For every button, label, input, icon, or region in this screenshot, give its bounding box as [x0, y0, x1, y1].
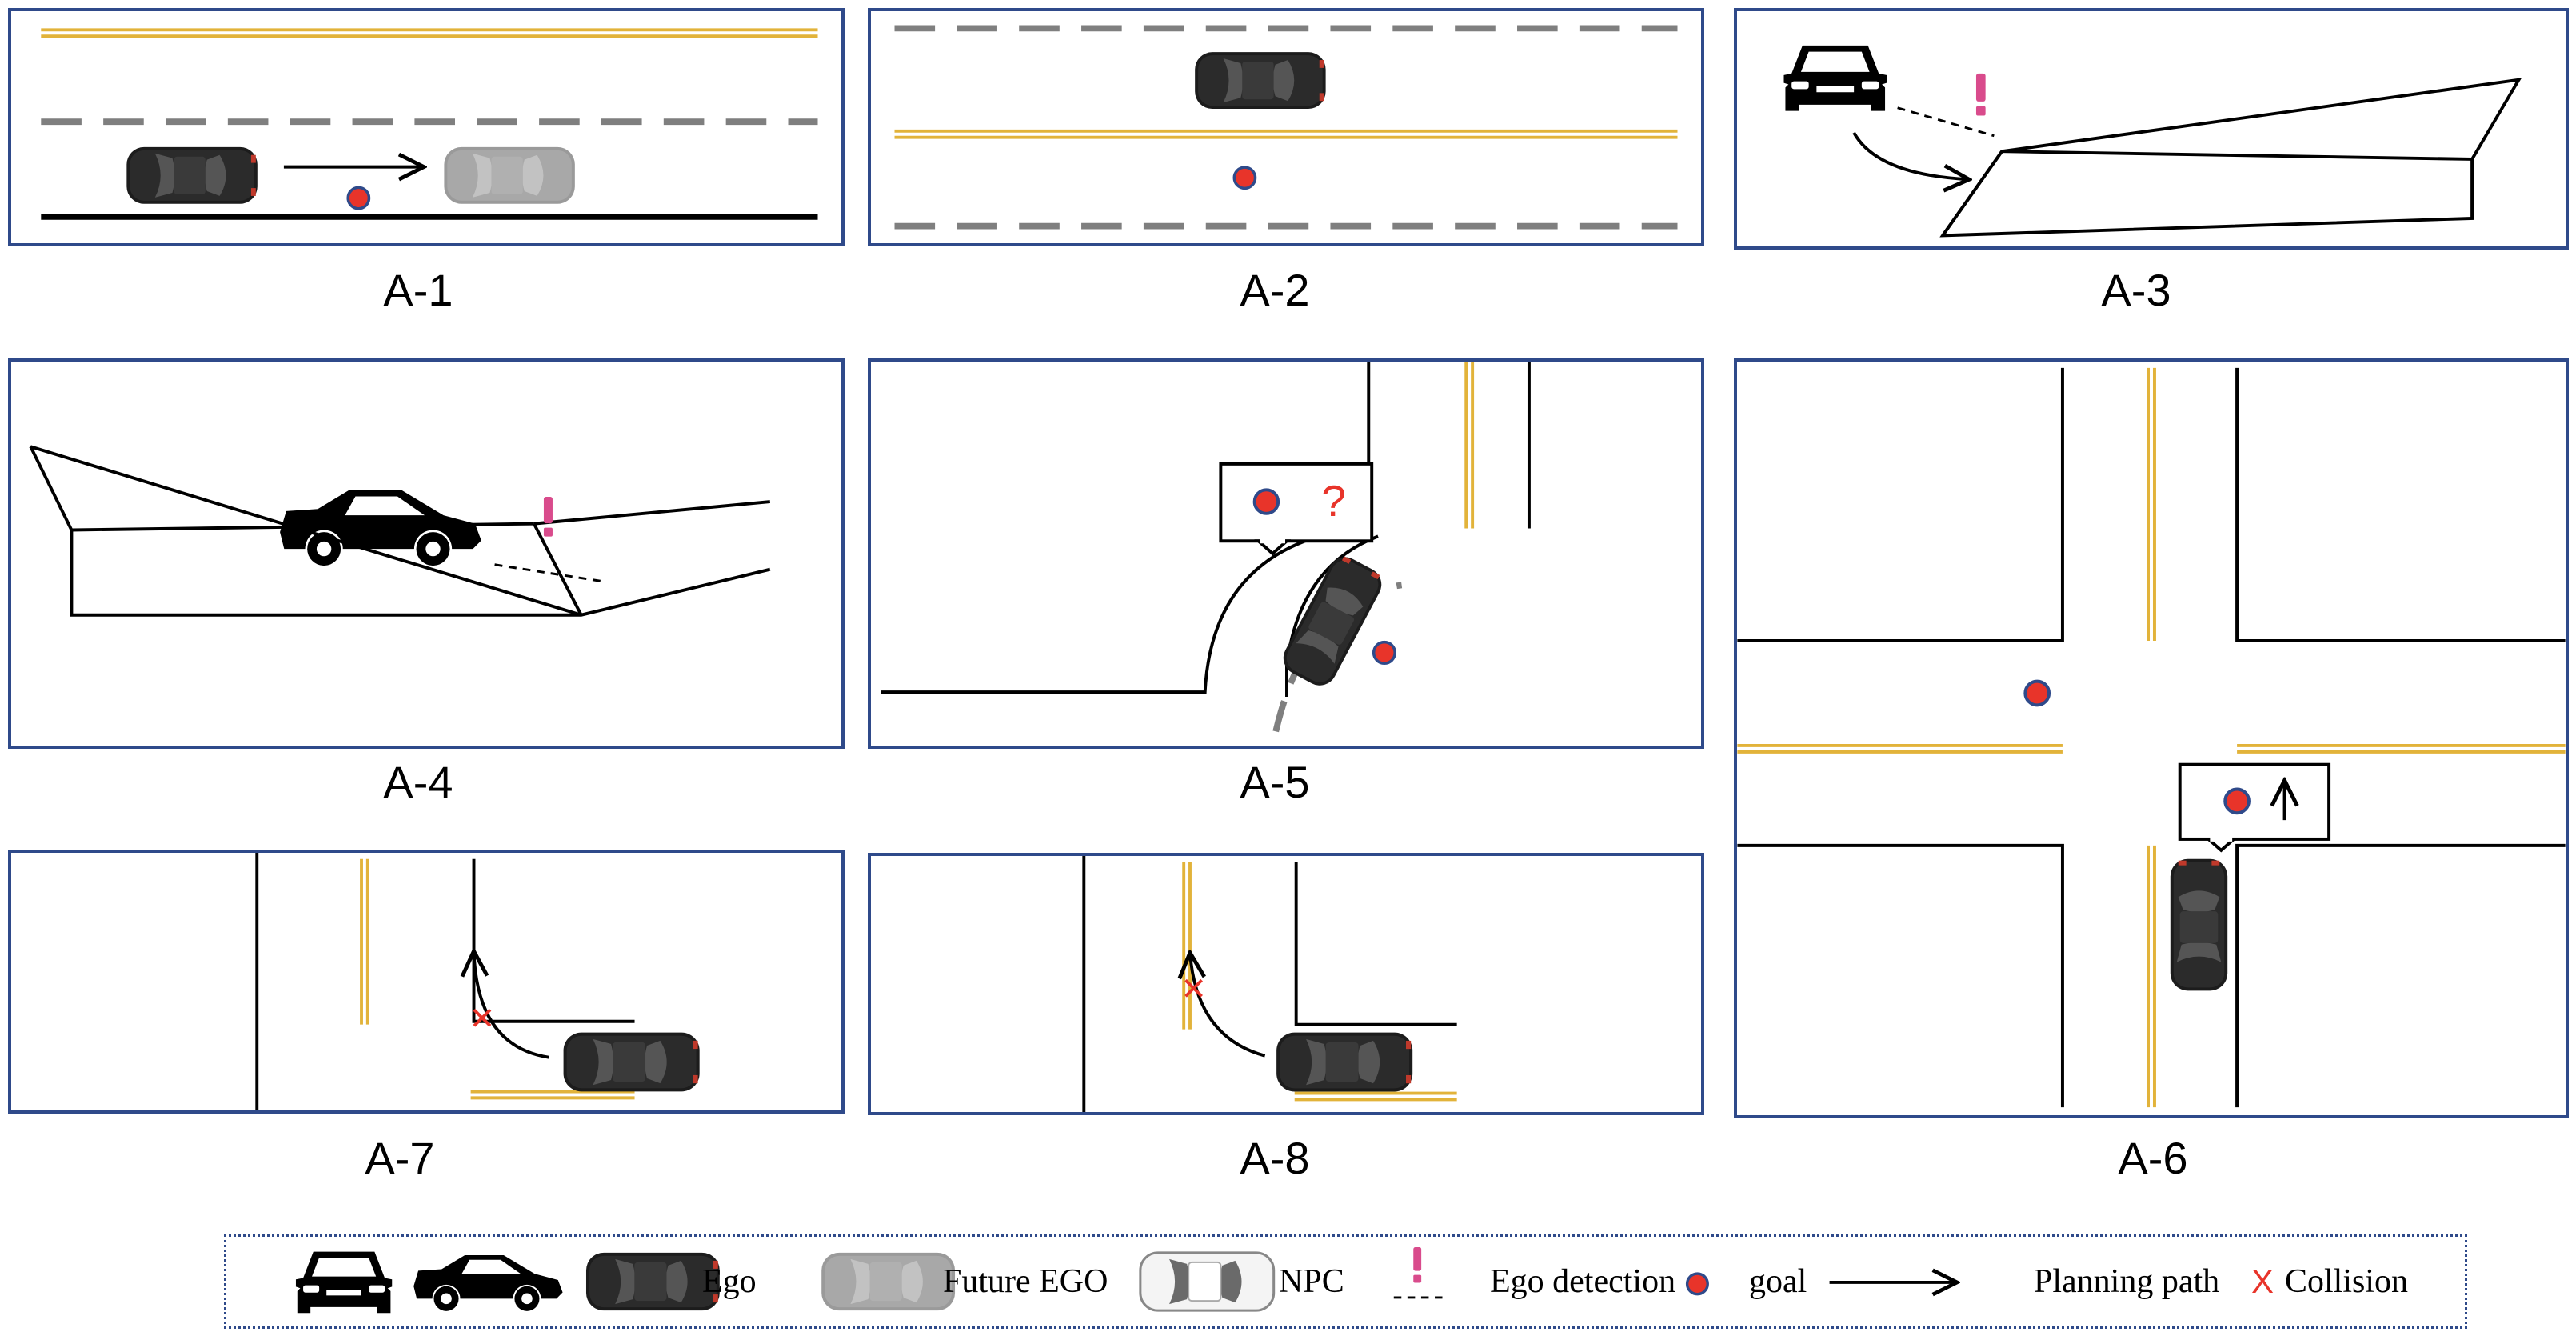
panel-label-a3: A-3: [2101, 265, 2171, 315]
goal-icon: [1685, 1272, 1709, 1296]
scene-a3: [1783, 45, 2522, 238]
scene-a1: [41, 28, 818, 220]
panel-label-a5: A-5: [1240, 757, 1310, 807]
planning-path: [1852, 131, 1969, 179]
legend-npc: NPC: [1279, 1263, 1344, 1300]
legend-icons: [295, 1247, 2465, 1314]
legend-collision: Collision: [2285, 1263, 2409, 1300]
legend-future-ego: Future EGO: [943, 1263, 1108, 1300]
ego-car: [1276, 1032, 1413, 1092]
goal-marker-2: [1372, 640, 1396, 665]
npc-car-icon: [1139, 1251, 1276, 1312]
collision-icon: X: [2251, 1262, 2274, 1300]
legend: Ego Future EGO NPC Ego detection goal Pl…: [224, 1234, 2467, 1329]
panel-label-a4: A-4: [383, 757, 453, 807]
panel-a3: [1734, 8, 2569, 250]
panel-label-a7: A-7: [365, 1133, 435, 1183]
planning-path: [474, 951, 549, 1059]
panel-label-a1: A-1: [383, 265, 453, 315]
future-ego-car: [444, 146, 575, 204]
goal-callout: [2178, 762, 2331, 841]
collision-icon: ✕: [1180, 973, 1207, 1007]
future-ego-car-icon: [821, 1252, 956, 1311]
detection-icon: [543, 497, 553, 537]
planning-path: [1190, 953, 1266, 1058]
goal-callout: [1219, 462, 1374, 543]
panel-a7: ✕: [8, 850, 845, 1114]
suv-front-icon: [1783, 45, 1887, 111]
sports-car-side-icon: [413, 1254, 563, 1311]
panel-label-a2: A-2: [1240, 265, 1310, 315]
goal-marker: [346, 186, 371, 210]
ego-car: [1277, 550, 1388, 692]
collision-icon: ✕: [469, 1002, 496, 1037]
scene-a6: [1737, 367, 2566, 1108]
panel-label-a6: A-6: [2118, 1133, 2188, 1183]
panel-a2: [868, 8, 1704, 246]
suv-front-icon: [295, 1251, 393, 1314]
ego-car: [563, 1032, 700, 1092]
detection-icon: [1413, 1247, 1422, 1283]
panel-label-a8: A-8: [1240, 1133, 1310, 1183]
ego-car: [1195, 52, 1326, 110]
detection-icon: [1975, 73, 1986, 116]
ego-car: [126, 146, 258, 204]
scene-a8: ✕: [1082, 856, 1457, 1112]
legend-ego-detection: Ego detection: [1490, 1263, 1676, 1300]
panel-a1: [8, 8, 845, 246]
panel-a5: ?: [868, 358, 1704, 749]
scene-a4: [29, 445, 771, 617]
legend-planning-path: Planning path: [2034, 1263, 2220, 1300]
legend-goal: goal: [1749, 1263, 1807, 1300]
goal-marker: [1232, 166, 1257, 190]
scene-a2: [894, 25, 1678, 230]
question-mark: ?: [1321, 476, 1346, 526]
goal-marker: [2023, 679, 2051, 707]
legend-ego: Ego: [702, 1263, 757, 1300]
panel-a6: [1734, 358, 2569, 1118]
panel-a4: [8, 358, 845, 749]
panel-a8: ✕: [868, 853, 1704, 1115]
ego-car: [2170, 858, 2228, 991]
scene-a7: ✕: [255, 853, 700, 1110]
goal-marker-2: [2223, 787, 2251, 815]
ego-car-icon: [585, 1252, 720, 1311]
scene-a5: ?: [881, 362, 1531, 733]
goal-marker: [1252, 488, 1280, 515]
